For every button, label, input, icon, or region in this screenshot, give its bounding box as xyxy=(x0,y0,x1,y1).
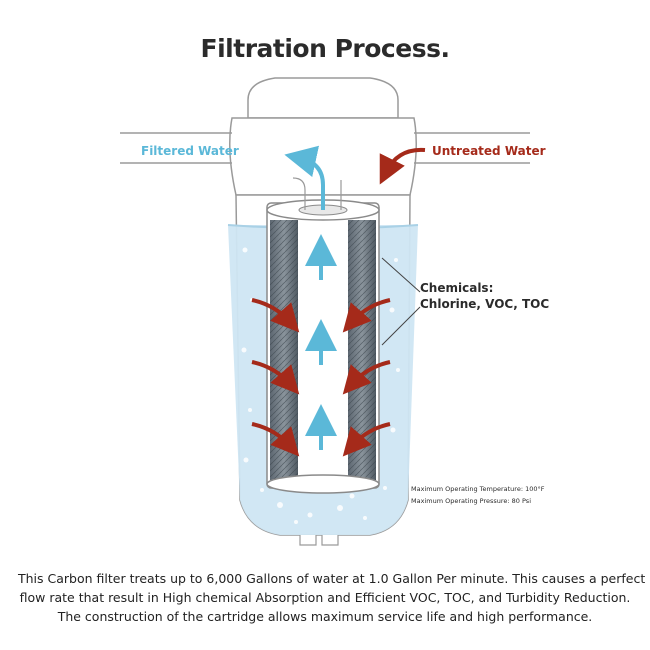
chemicals-bracket xyxy=(381,257,421,346)
description-line: The construction of the cartridge allows… xyxy=(57,609,593,624)
diagram-title: Filtration Process. xyxy=(200,34,450,63)
filtered-water-label: Filtered Water xyxy=(141,144,239,158)
chemicals-list: Chlorine, VOC, TOC xyxy=(420,297,549,311)
outlet-tube xyxy=(292,177,342,210)
water-bubbles xyxy=(241,247,400,524)
description: This Carbon filter treats up to 6,000 Ga… xyxy=(18,569,646,626)
untreated-water-label: Untreated Water xyxy=(432,144,546,158)
pipes xyxy=(120,132,530,164)
untreated-water-flow xyxy=(251,147,426,457)
max-temperature-label: Maximum Operating Temperature: 100°F xyxy=(411,485,545,493)
housing-cap xyxy=(229,77,417,196)
description-line: flow rate that result in High chemical A… xyxy=(19,590,631,605)
chemicals-heading: Chemicals: xyxy=(420,281,493,295)
max-pressure-label: Maximum Operating Pressure: 80 Psi xyxy=(411,497,531,505)
filtered-water-flow xyxy=(284,145,337,450)
description-line: This Carbon filter treats up to 6,000 Ga… xyxy=(18,571,646,586)
